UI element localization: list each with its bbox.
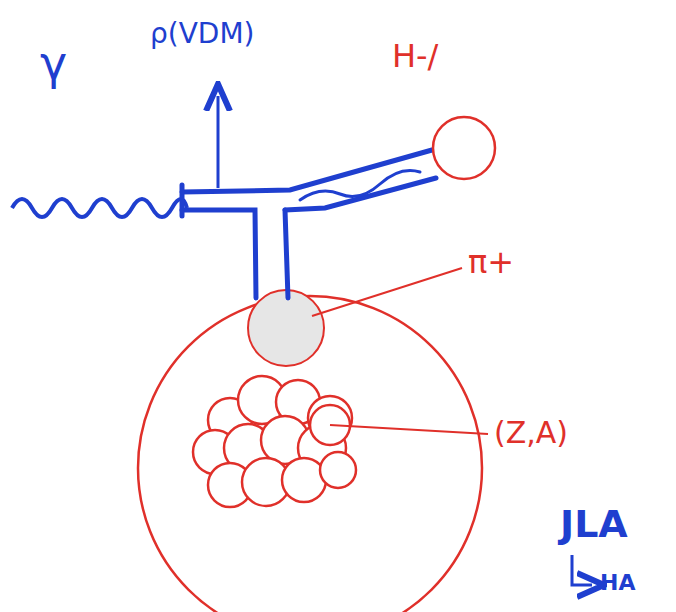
nucleus: [193, 376, 356, 507]
photon-line: [12, 199, 187, 217]
lab-label: JLA: [560, 505, 628, 543]
sub-arrow: [572, 555, 592, 585]
pion-label: π+: [468, 246, 514, 278]
quark-lines: [182, 150, 436, 298]
leader-line: [330, 425, 488, 434]
nucleus-label: (Z,A): [494, 418, 568, 448]
leader-line: [312, 268, 462, 316]
pion-circle: [248, 290, 324, 366]
hall-label: HA: [600, 572, 635, 594]
rho-label: ρ(VDM): [150, 20, 255, 48]
hybrid-circle: [433, 117, 495, 179]
hybrid-label: H-/: [392, 40, 438, 72]
photon-label: γ: [40, 40, 67, 86]
rho-arrow: [217, 96, 220, 188]
